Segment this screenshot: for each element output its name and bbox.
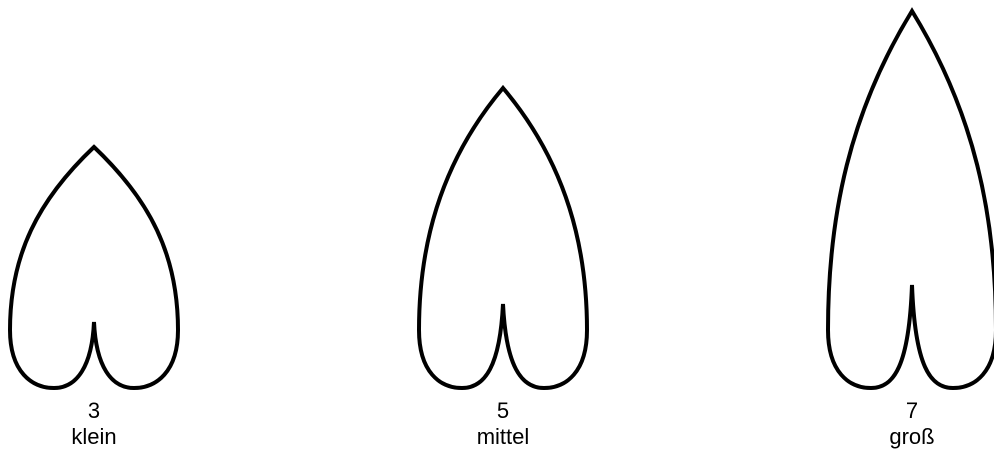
size-label-large: groß [852,424,972,450]
caption-large: 7 groß [852,398,972,450]
caption-small: 3 klein [34,398,154,450]
leaf-shape-small [10,147,178,388]
size-number-large: 7 [852,398,972,424]
leaf-shape-medium [419,88,587,388]
caption-medium: 5 mittel [443,398,563,450]
leaf-shape-large [828,11,994,388]
size-label-medium: mittel [443,424,563,450]
size-label-small: klein [34,424,154,450]
size-number-medium: 5 [443,398,563,424]
size-number-small: 3 [34,398,154,424]
